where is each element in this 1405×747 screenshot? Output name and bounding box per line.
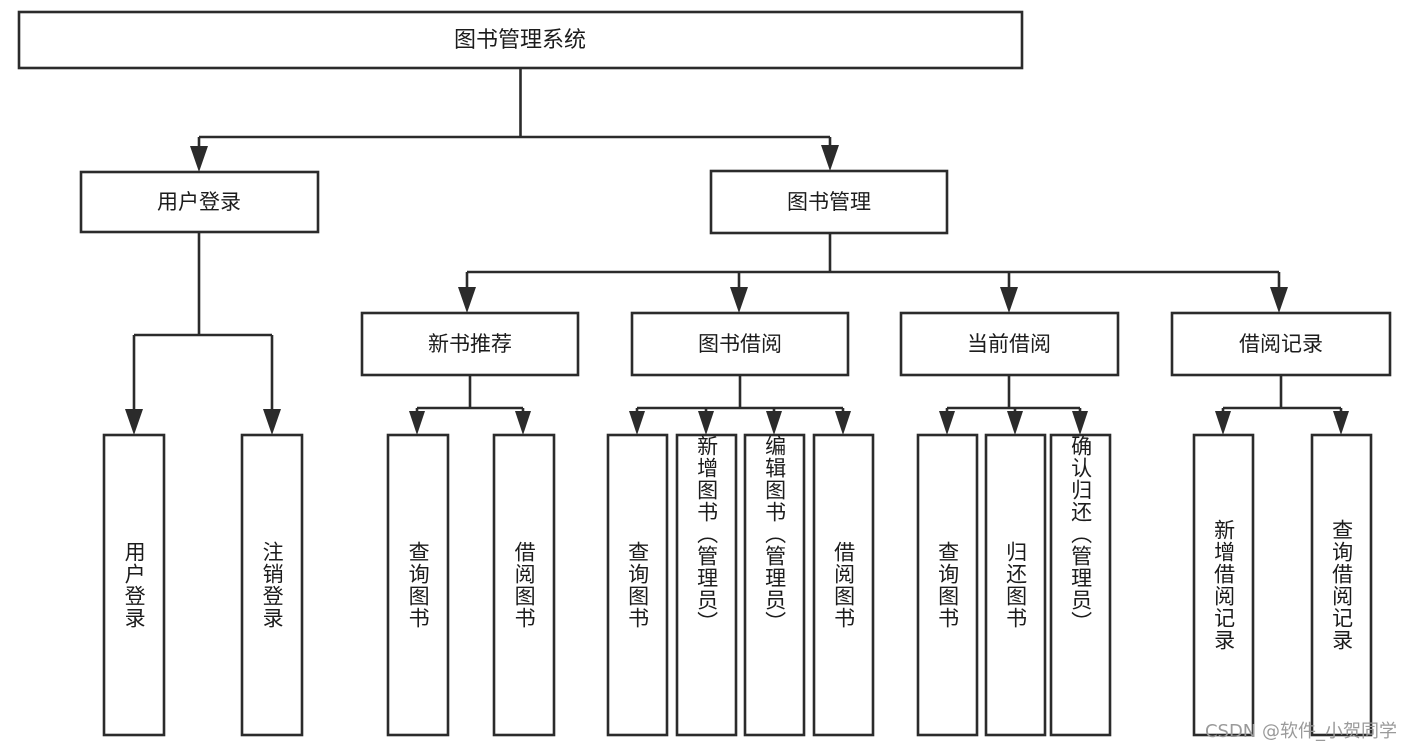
arrowhead-br-leaf-1 xyxy=(1215,411,1231,435)
leaf-box-br-query-record[interactable] xyxy=(1310,433,1373,737)
arrowhead-leaf-user-login xyxy=(125,409,143,435)
leaf-box-logout[interactable] xyxy=(240,433,304,737)
leaf-box-user-login[interactable] xyxy=(102,433,166,737)
node-label-borrow-record: 借阅记录 xyxy=(1239,332,1323,356)
arrowhead-cb-leaf-2 xyxy=(1007,411,1023,435)
arrowhead-bb-leaf-3 xyxy=(766,411,782,435)
arrowhead-cb-leaf-1 xyxy=(939,411,955,435)
node-current-borrow[interactable] xyxy=(899,311,1120,377)
node-new-book-recommend[interactable] xyxy=(360,311,580,377)
arrowhead-current-borrow xyxy=(1000,287,1018,313)
leaf-box-br-add-record[interactable] xyxy=(1192,433,1255,737)
node-book-borrow[interactable] xyxy=(630,311,850,377)
arrowhead-br-leaf-2 xyxy=(1333,411,1349,435)
arrowhead-bb-leaf-4 xyxy=(835,411,851,435)
arrowhead-book-manage xyxy=(821,145,839,171)
node-label-book-management-system: 图书管理系统 xyxy=(454,28,586,53)
leaf-box-bb-borrow-book[interactable] xyxy=(812,433,875,737)
arrowhead-book-borrow xyxy=(730,287,748,313)
leaf-box-nb-borrow-book[interactable] xyxy=(492,433,556,737)
node-book-management-system[interactable] xyxy=(17,10,1024,70)
arrowhead-cb-leaf-3 xyxy=(1072,411,1088,435)
node-label-new-book-recommend: 新书推荐 xyxy=(428,332,512,356)
leaf-box-cb-query-book[interactable] xyxy=(916,433,979,737)
arrowhead-borrow-record xyxy=(1270,287,1288,313)
arrowhead-new-book-recommend xyxy=(458,287,476,313)
leaf-box-bb-add-book[interactable] xyxy=(675,433,738,737)
node-user-login[interactable] xyxy=(79,170,320,234)
node-label-user-login: 用户登录 xyxy=(157,190,241,214)
arrowhead-leaf-logout xyxy=(263,409,281,435)
node-label-current-borrow: 当前借阅 xyxy=(967,332,1051,356)
node-label-book-management: 图书管理 xyxy=(787,190,871,214)
leaf-box-cb-confirm-return[interactable] xyxy=(1049,433,1112,737)
connector-layer xyxy=(125,68,1349,435)
arrowhead-bb-leaf-2 xyxy=(698,411,714,435)
arrowhead-nb-leaf-2 xyxy=(515,411,531,435)
arrowhead-bb-leaf-1 xyxy=(629,411,645,435)
leaf-box-bb-query-book[interactable] xyxy=(606,433,669,737)
node-layer: 图书管理系统 用户登录 图书管理 新书推荐 图书借阅 当前借阅 借阅记录 xyxy=(17,10,1392,737)
node-borrow-record[interactable] xyxy=(1170,311,1392,377)
arrowhead-user-login xyxy=(190,146,208,172)
node-label-book-borrow: 图书借阅 xyxy=(698,332,782,356)
arrowhead-nb-leaf-1 xyxy=(409,411,425,435)
leaf-box-bb-edit-book[interactable] xyxy=(743,433,806,737)
leaf-box-cb-return-book[interactable] xyxy=(984,433,1047,737)
leaf-box-nb-query-book[interactable] xyxy=(386,433,450,737)
node-book-management[interactable] xyxy=(709,169,949,235)
